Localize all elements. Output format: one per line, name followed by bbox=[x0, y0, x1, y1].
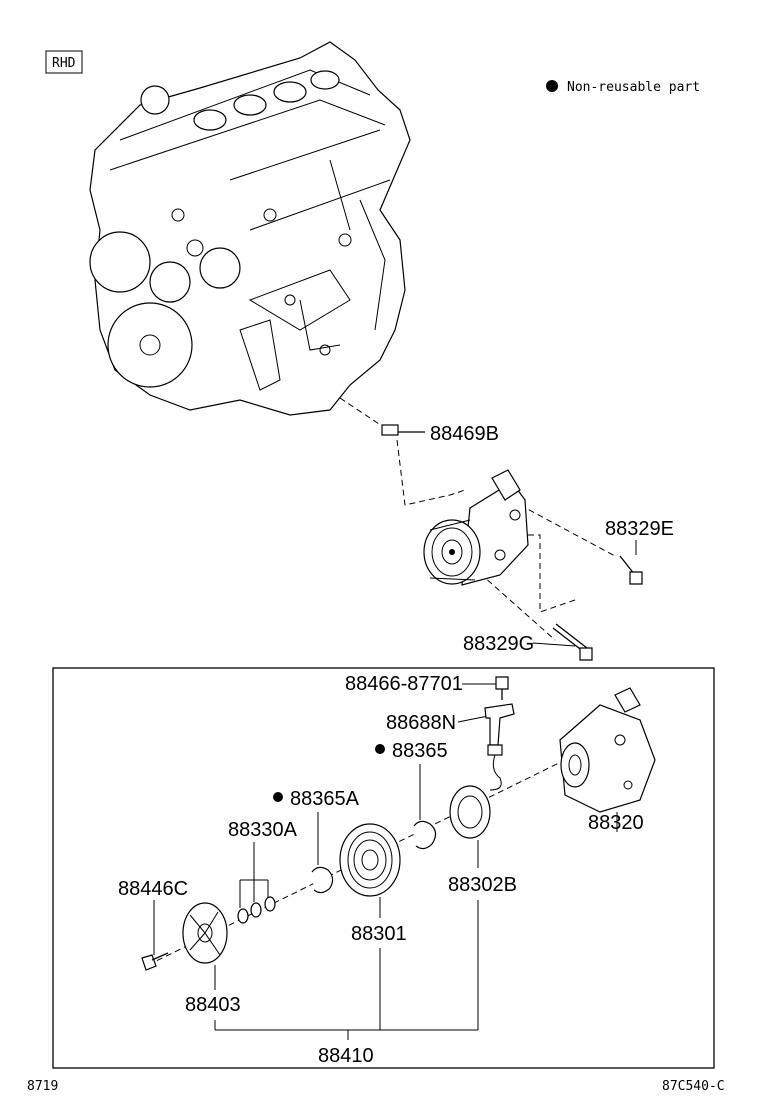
rhd-badge: RHD bbox=[45, 50, 83, 74]
footer-right: 87C540-C bbox=[662, 1079, 725, 1094]
part-88329E: 88329E bbox=[605, 518, 674, 585]
label-88302B: 88302B bbox=[448, 874, 517, 896]
part-88365A: 88365A bbox=[273, 788, 360, 894]
part-88302B: 88302B bbox=[448, 785, 517, 896]
label-88330A: 88330A bbox=[228, 819, 298, 841]
label-88365A: 88365A bbox=[290, 788, 360, 810]
label-88688N: 88688N bbox=[386, 712, 456, 734]
label-88410: 88410 bbox=[318, 1045, 374, 1067]
part-88301: 88301 bbox=[339, 823, 407, 945]
label-88329G: 88329G bbox=[463, 633, 534, 655]
label-88365: 88365 bbox=[392, 740, 448, 762]
engine-illustration bbox=[89, 41, 411, 416]
label-88469B: 88469B bbox=[430, 423, 499, 445]
part-88466-87701: 88466-87701 bbox=[345, 673, 509, 700]
part-88320: 88320 bbox=[559, 687, 656, 834]
non-reusable-marker-icon bbox=[546, 80, 558, 92]
legend: Non-reusable part bbox=[546, 80, 700, 95]
part-88410: 88410 bbox=[214, 900, 479, 1067]
connector-wire bbox=[487, 744, 503, 791]
non-reusable-icon bbox=[375, 744, 385, 754]
label-88320: 88320 bbox=[588, 812, 644, 834]
label-88403: 88403 bbox=[185, 994, 241, 1016]
part-88446C: 88446C bbox=[118, 878, 188, 971]
label-88329E: 88329E bbox=[605, 518, 674, 540]
label-88446C: 88446C bbox=[118, 878, 188, 900]
part-88469B: 88469B bbox=[381, 423, 499, 445]
rhd-badge-text: RHD bbox=[52, 56, 76, 71]
part-88329G: 88329G bbox=[463, 623, 593, 661]
part-88403: 88403 bbox=[182, 902, 241, 1016]
footer-left: 8719 bbox=[27, 1079, 58, 1094]
label-88466-87701: 88466-87701 bbox=[345, 673, 463, 695]
legend-text: Non-reusable part bbox=[567, 80, 700, 95]
part-88330A: 88330A bbox=[228, 819, 298, 924]
compressor-top bbox=[423, 469, 529, 586]
label-88301: 88301 bbox=[351, 923, 407, 945]
part-88365: 88365 bbox=[375, 740, 448, 850]
part-88688N: 88688N bbox=[386, 703, 515, 746]
non-reusable-icon bbox=[273, 792, 283, 802]
detail-box bbox=[52, 667, 715, 1069]
